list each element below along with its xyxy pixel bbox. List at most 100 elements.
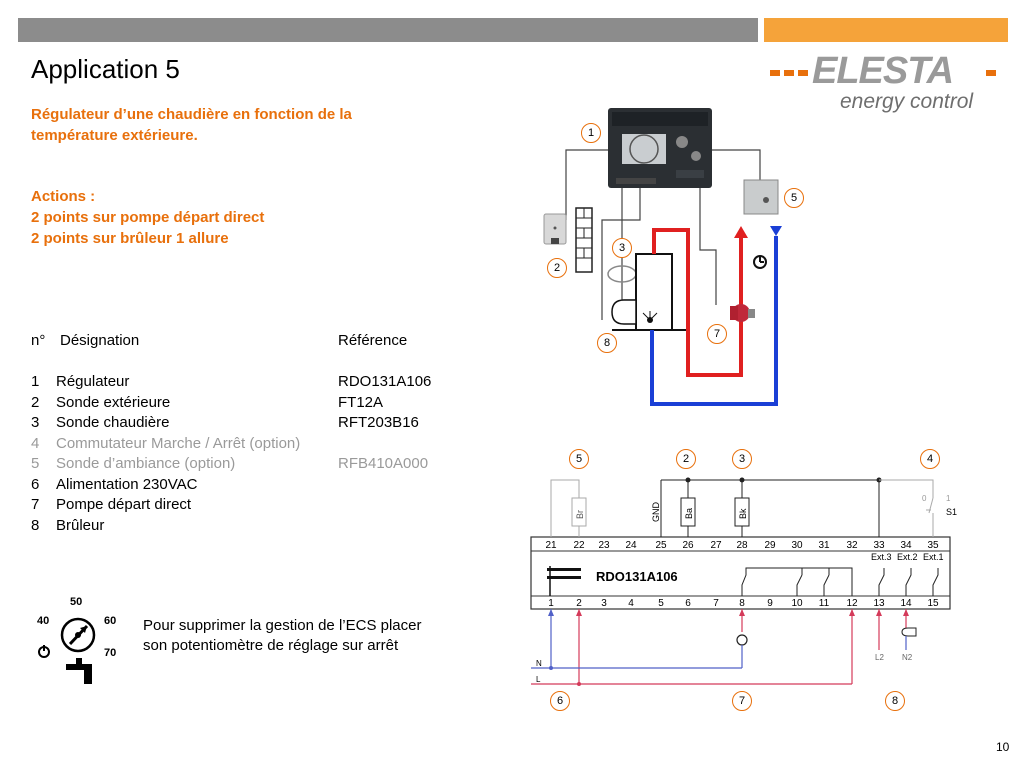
return-pipe (650, 236, 778, 406)
logo-dash (986, 70, 996, 76)
note-line: Pour supprimer la gestion de l’ECS place… (143, 617, 422, 634)
row-designation: Sonde extérieure (56, 393, 171, 411)
switch-label: S1 (946, 507, 957, 517)
logo-tagline: energy control (840, 90, 974, 113)
action-item: 2 points sur pompe départ direct (31, 209, 265, 226)
sensor-label-bk: Bk (738, 508, 748, 519)
marker-5: 5 (784, 188, 804, 208)
marker-3: 3 (612, 238, 632, 258)
row-number: 1 (31, 373, 40, 390)
terminal-label: 29 (764, 540, 776, 551)
terminal-label: 5 (658, 598, 664, 609)
terminal-label: 21 (545, 540, 557, 551)
terminal-label: 32 (846, 540, 858, 551)
room-sensor (743, 179, 779, 215)
terminal-label: 26 (682, 540, 694, 551)
terminal-label: 8 (739, 598, 745, 609)
row-designation: Pompe départ direct (56, 496, 192, 513)
marker-8: 8 (597, 333, 617, 353)
row-number: 3 (31, 414, 40, 431)
header-number: n° (31, 332, 46, 349)
output-label-n2: N2 (902, 653, 913, 662)
pump-symbol-icon (736, 634, 748, 646)
dial-label-40: 40 (37, 615, 49, 627)
row-number: 7 (31, 496, 40, 513)
terminal-label: 24 (625, 540, 637, 551)
marker-2: 2 (547, 258, 567, 278)
circulation-pump (730, 304, 755, 322)
row-number: 2 (31, 393, 40, 411)
page-number: 10 (996, 740, 1010, 754)
wiring-marker-8: 8 (885, 691, 905, 711)
terminal-label: 34 (900, 540, 912, 551)
outdoor-sensor (543, 213, 567, 245)
header-bar-gray (18, 18, 758, 42)
terminal-label: 13 (873, 598, 885, 609)
row-reference: RFB410A000 (338, 455, 429, 472)
elesta-logo: ELESTA energy control (770, 50, 1000, 113)
row-number: 8 (31, 516, 40, 534)
ext-label: Ext.3 (871, 552, 892, 562)
header-designation: Désignation (60, 332, 140, 349)
ext-label: Ext.1 (923, 552, 944, 562)
logo-wordmark: ELESTA (812, 50, 954, 92)
switch-pos-1: 1 (946, 494, 951, 503)
row-designation: Sonde chaudière (56, 414, 170, 431)
row-designation: Commutateur Marche / Arrêt (option) (56, 434, 301, 452)
terminal-label: 15 (927, 598, 939, 609)
header-reference: Référence (338, 332, 408, 349)
note-line: son potentiomètre de réglage sur arrêt (143, 637, 399, 654)
sensor-label-ba: Ba (684, 508, 694, 519)
terminal-label: 6 (685, 598, 691, 609)
wiring-marker-7: 7 (732, 691, 752, 711)
terminal-label: 12 (846, 598, 858, 609)
dial-label-60: 60 (104, 615, 116, 627)
switch-pos-0: 0 (922, 494, 927, 503)
device-label: RDO131A106 (596, 569, 678, 584)
terminal-label: 7 (713, 598, 719, 609)
terminal-label: 1 (548, 598, 554, 609)
output-label-l2: L2 (875, 653, 884, 662)
terminal-label: 23 (598, 540, 610, 551)
terminal-label: 3 (601, 598, 607, 609)
row-number: 4 (31, 434, 40, 452)
terminal-label: 2 (576, 598, 582, 609)
wiring-marker-2: 2 (676, 449, 696, 469)
thermometer-icon (753, 255, 767, 269)
terminal-label: 31 (818, 540, 830, 551)
row-designation: Brûleur (56, 516, 105, 534)
supply-arrow-icon (734, 226, 748, 238)
return-arrow-icon (770, 226, 782, 236)
actions-title: Actions : (31, 188, 96, 205)
terminal-label: 9 (767, 598, 773, 609)
supply-pipe (652, 228, 743, 377)
wiring-marker-6: 6 (550, 691, 570, 711)
terminal-label: 25 (655, 540, 667, 551)
line-label-n: N (536, 659, 542, 668)
terminal-label: 14 (900, 598, 912, 609)
row-number: 6 (31, 475, 40, 493)
installation-diagram (543, 108, 782, 406)
terminal-label: 4 (628, 598, 634, 609)
wiring-marker-4: 4 (920, 449, 940, 469)
burner-symbol-icon (901, 627, 917, 637)
regulator-device (608, 108, 712, 188)
subtitle: Régulateur d’une chaudière en fonction d… (31, 106, 352, 144)
gnd-label: GND (651, 502, 661, 523)
row-designation: Régulateur (56, 373, 130, 390)
dial-label-50: 50 (70, 596, 82, 608)
dial-label-70: 70 (104, 647, 116, 659)
terminal-label: 22 (573, 540, 585, 551)
marker-1: 1 (581, 123, 601, 143)
terminal-label: 35 (927, 540, 939, 551)
terminal-label: 27 (710, 540, 722, 551)
potentiometer-dial-icon: 50 40 60 70 (37, 596, 116, 684)
row-reference: FT12A (338, 393, 384, 411)
actions-block: Actions : 2 points sur pompe départ dire… (31, 186, 361, 249)
row-designation: Alimentation 230VAC (56, 475, 198, 493)
row-designation: Sonde d’ambiance (option) (56, 455, 236, 472)
sensor-label-br: Br (575, 510, 585, 519)
